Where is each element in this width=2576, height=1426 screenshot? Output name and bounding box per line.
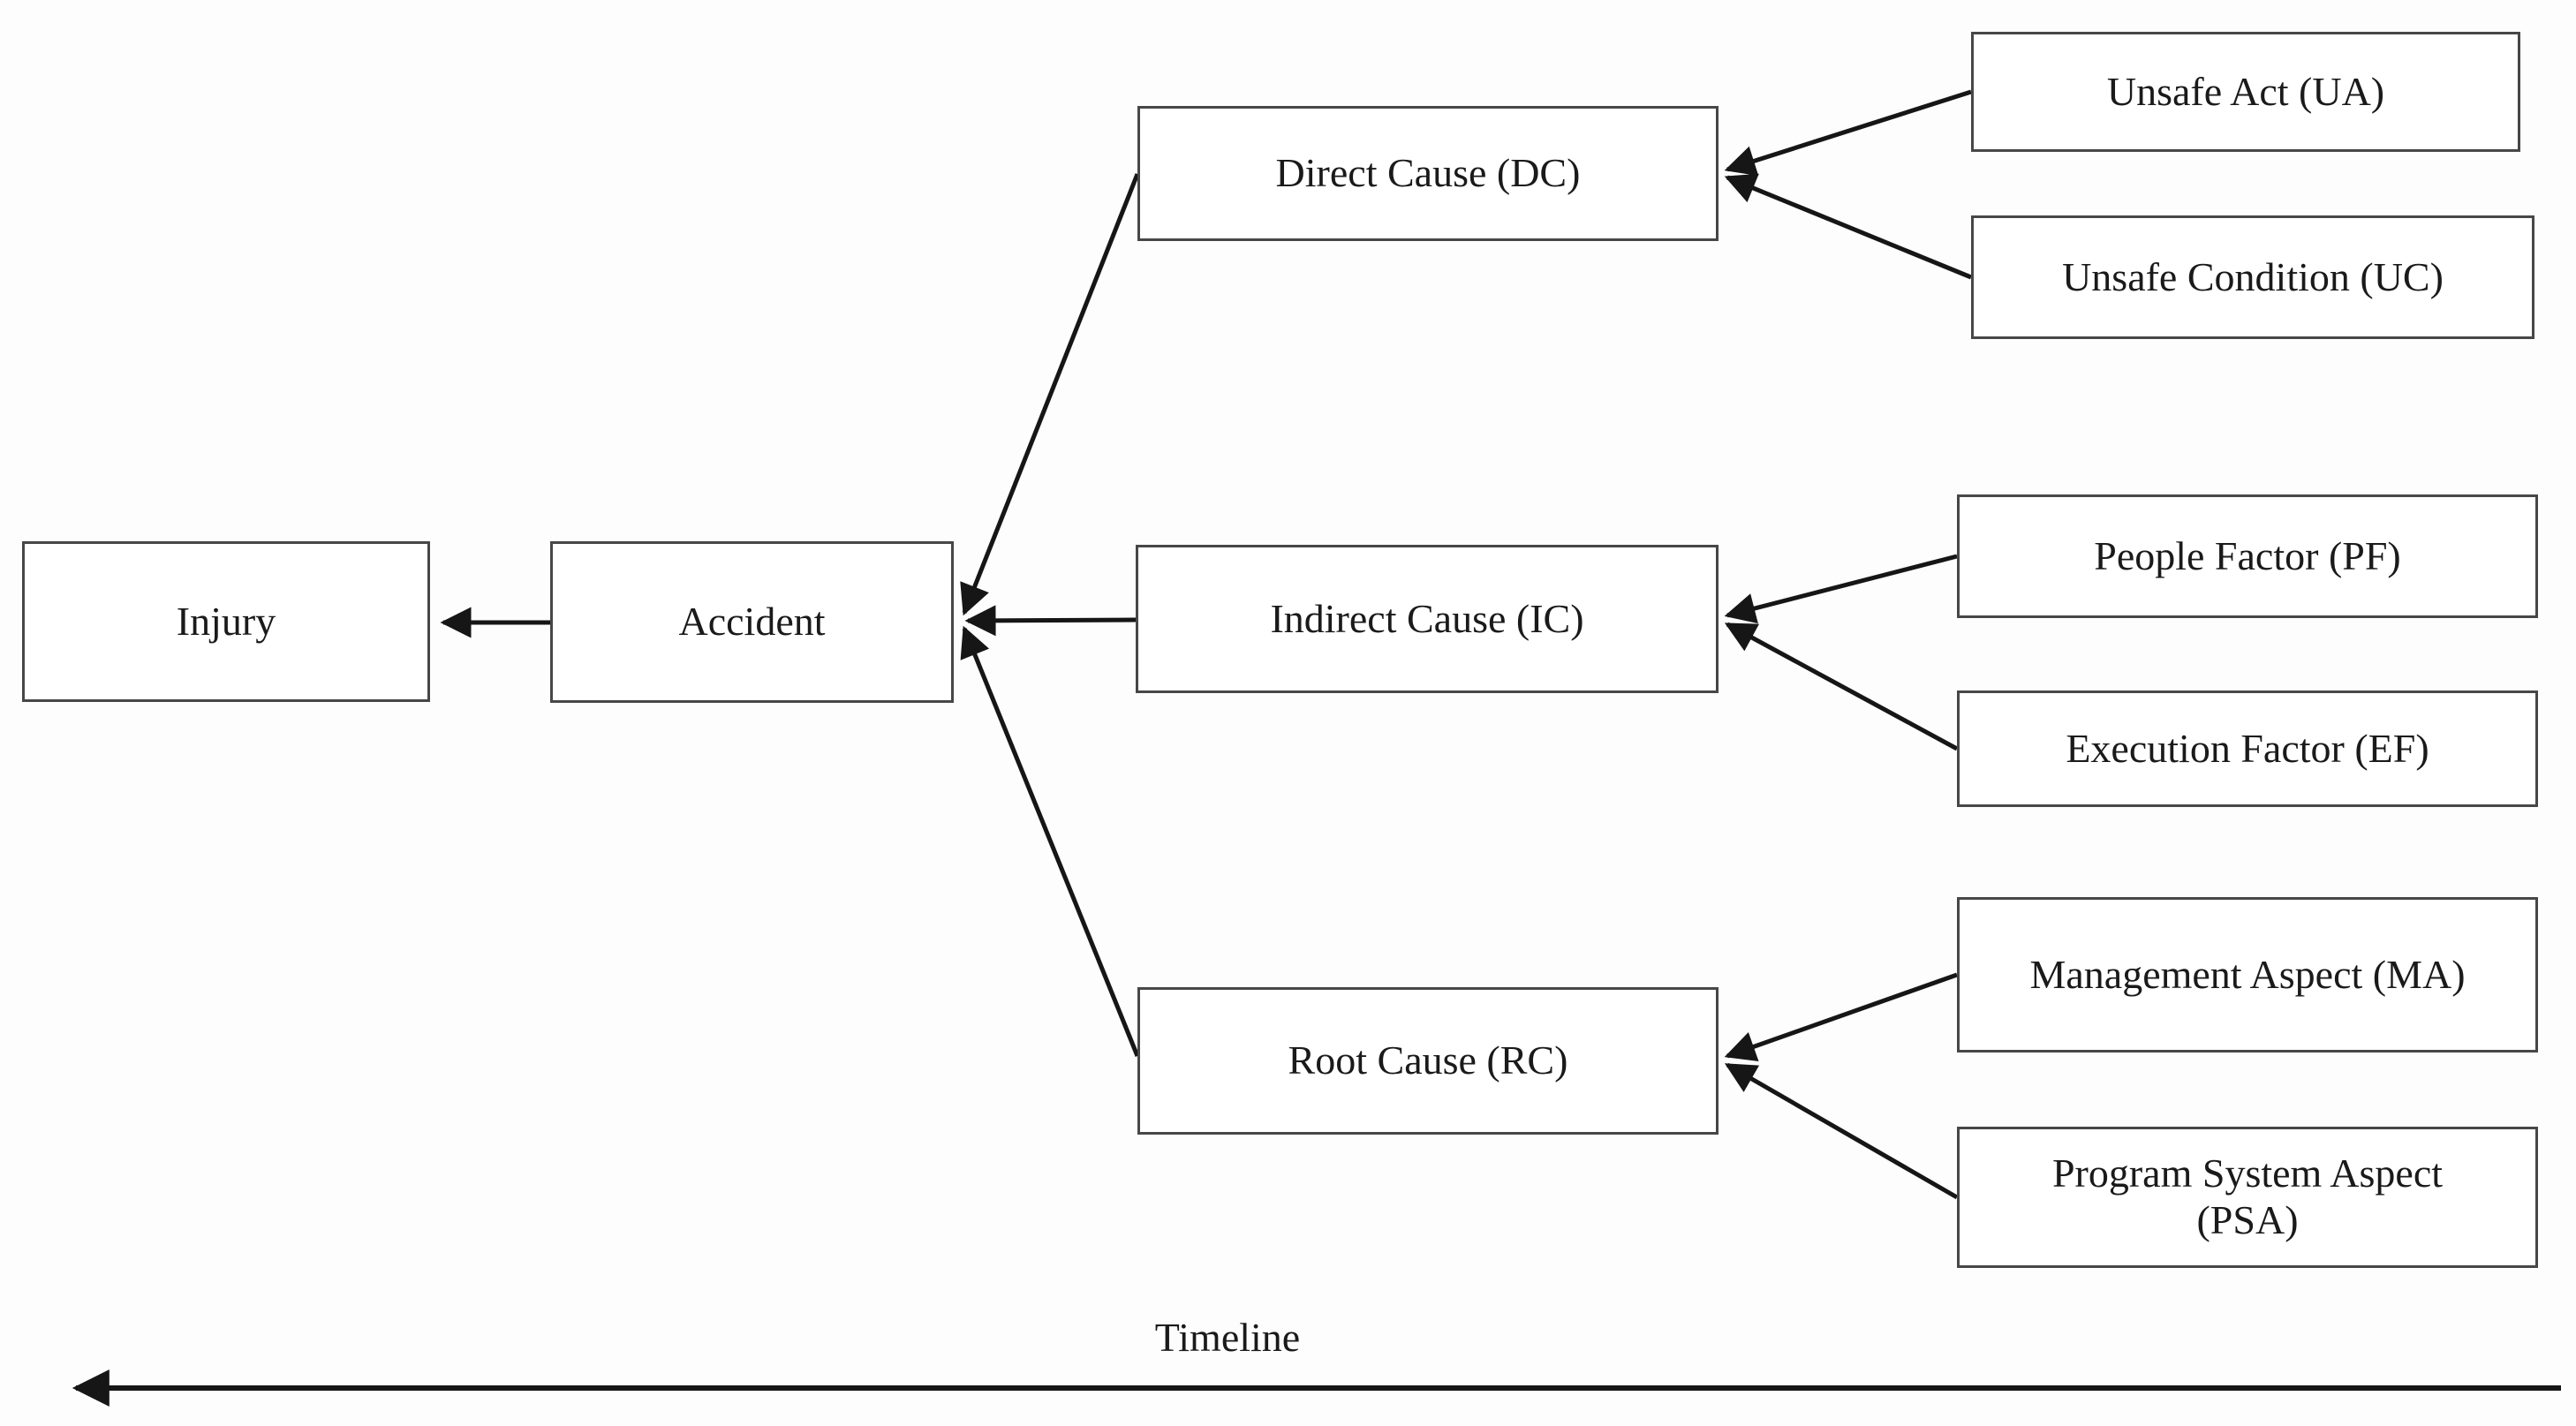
edge-indirect-cause-to-accident (964, 605, 1137, 637)
node-label: Injury (176, 598, 276, 644)
edge-people-factor-to-indirect-cause (1724, 554, 1958, 624)
node-label: Root Cause (RC) (1288, 1037, 1568, 1083)
node-label: Unsafe Condition (UC) (2062, 253, 2444, 299)
node-label: Accident (678, 599, 826, 645)
edge-unsafe-condition-to-direct-cause (1724, 173, 1972, 280)
edge-direct-cause-to-accident (960, 173, 1140, 616)
node-unsafe-act: Unsafe Act (UA) (1971, 32, 2520, 152)
timeline-label: Timeline (1154, 1315, 1301, 1360)
edge-execution-factor-to-indirect-cause (1724, 622, 1959, 751)
node-injury: Injury (22, 541, 430, 702)
node-people-factor: People Factor (PF) (1957, 494, 2538, 618)
node-label-line2: (PSA) (2196, 1197, 2299, 1242)
node-label: Execution Factor (EF) (2066, 725, 2429, 771)
node-direct-cause: Direct Cause (DC) (1137, 106, 1719, 241)
node-label: Management Aspect (MA) (2029, 951, 2466, 997)
node-management-aspect: Management Aspect (MA) (1957, 897, 2538, 1053)
edge-management-aspect-to-root-cause (1724, 972, 1958, 1061)
node-accident: Accident (550, 541, 954, 703)
node-label: Program System Aspect (2051, 1151, 2444, 1196)
edge-program-system-aspect-to-root-cause (1724, 1062, 1959, 1200)
edge-unsafe-act-to-direct-cause (1724, 89, 1972, 177)
node-label: Indirect Cause (IC) (1270, 595, 1584, 641)
node-indirect-cause: Indirect Cause (IC) (1136, 545, 1719, 693)
node-label: Unsafe Act (UA) (2106, 68, 2385, 114)
node-root-cause: Root Cause (RC) (1137, 987, 1719, 1135)
node-unsafe-condition: Unsafe Condition (UC) (1971, 215, 2534, 339)
node-execution-factor: Execution Factor (EF) (1957, 690, 2538, 807)
node-label: Direct Cause (DC) (1275, 150, 1581, 196)
node-label: People Factor (PF) (2094, 532, 2401, 578)
node-program-system-aspect: Program System Aspect (PSA) (1957, 1127, 2538, 1268)
edge-root-cause-to-accident (960, 625, 1140, 1057)
